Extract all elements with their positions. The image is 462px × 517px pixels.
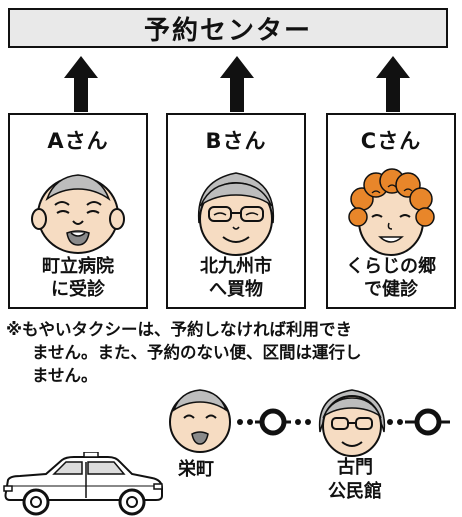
visit-purpose: 北九州市 へ買物 xyxy=(200,256,272,300)
person-card-c: Cさん くらじの郷 で健診 xyxy=(326,113,456,309)
reservation-center-box: 予約センター xyxy=(8,8,448,48)
route-diagram xyxy=(169,389,450,457)
person-card-b: Bさん 北九州市 へ買物 xyxy=(166,113,306,309)
person-name: Cさん xyxy=(360,129,422,153)
taxi-icon xyxy=(3,452,163,516)
visit-purpose: くらじの郷 で健診 xyxy=(346,256,436,300)
person-name: Aさん xyxy=(47,129,109,153)
elderly-man-face-icon xyxy=(31,174,125,254)
bus-stop-icon xyxy=(414,408,442,436)
up-arrow-icon xyxy=(376,56,410,112)
curly-hair-woman-face-icon xyxy=(348,168,435,256)
elderly-woman-glasses-face-icon xyxy=(197,172,275,256)
reservation-center-title: 予約センター xyxy=(143,15,312,46)
elderly-man-face-icon xyxy=(169,389,231,453)
up-arrow-icon xyxy=(64,56,98,112)
reservation-note: ※もやいタクシーは、予約しなければ利用でき ません。また、予約のない便、区間は運… xyxy=(6,320,362,385)
visit-purpose: 町立病院 に受診 xyxy=(42,256,114,300)
elderly-woman-glasses-face-icon xyxy=(318,389,386,457)
person-card-a: Aさん 町立病院 に受診 xyxy=(8,113,148,309)
person-name: Bさん xyxy=(205,129,267,153)
bus-stop-icon xyxy=(259,408,287,436)
stop-label-sakaemachi: 栄町 xyxy=(178,459,214,480)
stop-label-furukado: 古門 公民館 xyxy=(328,457,382,502)
up-arrow-icon xyxy=(220,56,254,112)
